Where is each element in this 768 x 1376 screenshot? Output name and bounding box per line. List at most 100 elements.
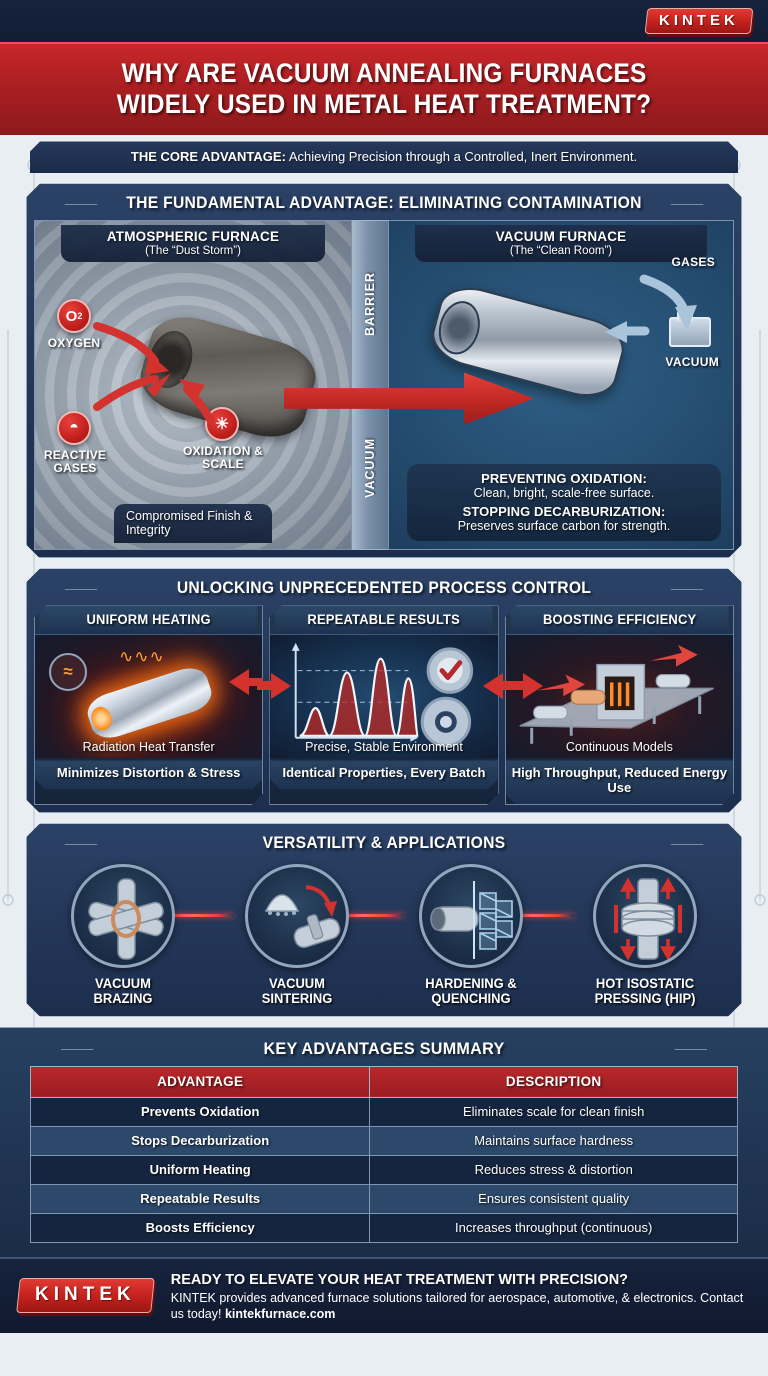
stopping-decarburization-title: STOPPING DECARBURIZATION:	[462, 504, 666, 520]
atmospheric-furnace-header: ATMOSPHERIC FURNACE (The “Dust Storm”)	[61, 225, 325, 262]
column-header-advantage: ADVANTAGE	[29, 1065, 371, 1098]
contamination-arrows-icon	[35, 221, 352, 550]
preventing-oxidation-title: PREVENTING OXIDATION:	[481, 471, 647, 487]
oxidation-scale-label: OXIDATION & SCALE	[183, 444, 263, 472]
description-cell: Eliminates scale for clean finish	[369, 1096, 738, 1127]
table-row: Repeatable Results Ensures consistent qu…	[29, 1183, 738, 1214]
core-advantage-text: Achieving Precision through a Controlled…	[285, 149, 638, 165]
advantage-cell: Prevents Oxidation	[29, 1096, 371, 1127]
oxygen-badge-symbol: O	[65, 307, 78, 325]
kintek-logo-header: KINTEK	[644, 8, 754, 34]
application-vacuum-sintering[interactable]: VACUUM SINTERING	[210, 864, 384, 1006]
description-cell: Maintains surface hardness	[369, 1125, 738, 1156]
uniform-heating-caption: Radiation Heat Transfer	[82, 740, 215, 755]
vacuum-brazing-label-line2: BRAZING	[93, 991, 153, 1007]
footer-body: KINTEK provides advanced furnace solutio…	[171, 1290, 750, 1324]
footer-headline: READY TO ELEVATE YOUR HEAT TREATMENT WIT…	[170, 1271, 629, 1288]
boosting-efficiency-heading: BOOSTING EFFICIENCY	[510, 606, 728, 634]
vacuum-furnace-panel: VACUUM FURNACE (The “Clean Room”) GASES …	[388, 220, 734, 550]
hardening-quenching-icon	[419, 864, 523, 968]
repeatable-results-art	[270, 634, 497, 758]
kintek-logo-footer: KINTEK	[16, 1277, 155, 1313]
column-header-description: DESCRIPTION	[369, 1065, 738, 1098]
vacuum-furnace-subheading: (The “Clean Room”)	[509, 245, 613, 258]
process-control-cards: UNIFORM HEATING ≈ ∿∿∿ Radiation Heat Tra…	[34, 605, 734, 805]
vacuum-sintering-label: VACUUM SINTERING	[213, 976, 380, 1006]
page-title: WHY ARE VACUUM ANNEALING FURNACES WIDELY…	[49, 58, 719, 119]
versatility-section: VERSATILITY & APPLICATIONS VACUU	[26, 823, 742, 1016]
title-banner: WHY ARE VACUUM ANNEALING FURNACES WIDELY…	[0, 42, 768, 136]
furnace-comparison: ATMOSPHERIC FURNACE (The “Dust Storm”) O…	[34, 220, 734, 550]
hip-label-line2: PRESSING (HIP)	[594, 991, 696, 1007]
reactive-gases-badge-icon: ◓	[57, 411, 91, 445]
vacuum-sintering-label-line2: SINTERING	[261, 991, 333, 1007]
application-vacuum-brazing[interactable]: VACUUM BRAZING	[36, 864, 210, 1006]
table-header-row: ADVANTAGE DESCRIPTION	[29, 1065, 738, 1098]
table-row: Uniform Heating Reduces stress & distort…	[29, 1154, 738, 1185]
barrier-divider: BARRIER VACUUM	[352, 220, 388, 550]
footer-body-text: KINTEK provides advanced furnace solutio…	[170, 1290, 744, 1322]
applications-row: VACUUM BRAZING VACUUM SINTERING	[34, 860, 734, 1008]
repeatable-results-card: REPEATABLE RESULTS	[269, 605, 498, 805]
kintek-logo-text: KINTEK	[659, 12, 740, 29]
preventing-oxidation-desc: Clean, bright, scale-free surface.	[473, 486, 655, 501]
boosting-efficiency-sub: High Throughput, Reduced Energy Use	[506, 760, 733, 804]
core-advantage-label: THE CORE ADVANTAGE:	[130, 149, 286, 165]
vacuum-benefits-box: PREVENTING OXIDATION: Clean, bright, sca…	[407, 464, 721, 541]
hardening-quenching-label-line2: QUENCHING	[431, 991, 511, 1007]
atmospheric-furnace-panel: ATMOSPHERIC FURNACE (The “Dust Storm”) O…	[34, 220, 352, 550]
vacuum-brazing-label: VACUUM BRAZING	[39, 976, 206, 1006]
footer-website-link[interactable]: kintekfurnace.com	[224, 1307, 336, 1322]
uniform-heating-art: ≈ ∿∿∿	[35, 634, 262, 758]
vacuum-brazing-label-line1: VACUUM	[95, 976, 151, 992]
hot-isostatic-pressing-icon	[593, 864, 697, 968]
advantage-cell: Repeatable Results	[29, 1183, 371, 1214]
boosting-efficiency-caption: Continuous Models	[565, 740, 673, 755]
table-row: Boosts Efficiency Increases throughput (…	[29, 1212, 738, 1243]
advantage-cell: Boosts Efficiency	[29, 1212, 371, 1243]
gases-label: GASES	[671, 255, 715, 270]
glowing-tube-icon	[83, 663, 215, 743]
stopping-decarburization-desc: Preserves surface carbon for strength.	[457, 519, 671, 534]
atmospheric-furnace-subheading: (The “Dust Storm”)	[145, 245, 241, 258]
boosting-efficiency-card: BOOSTING EFFICIENCY	[505, 605, 734, 805]
application-hardening-quenching[interactable]: HARDENING & QUENCHING	[384, 864, 558, 1006]
repeatable-results-sub: Identical Properties, Every Batch	[270, 760, 497, 789]
footer-text: READY TO ELEVATE YOUR HEAT TREATMENT WIT…	[171, 1272, 750, 1324]
description-cell: Ensures consistent quality	[369, 1183, 738, 1214]
boosting-efficiency-art	[506, 634, 733, 758]
table-row: Prevents Oxidation Eliminates scale for …	[29, 1096, 738, 1127]
page-title-line2: WIDELY USED IN METAL HEAT TREATMENT?	[116, 88, 652, 119]
description-cell: Reduces stress & distortion	[369, 1154, 738, 1185]
description-cell: Increases throughput (continuous)	[369, 1212, 738, 1243]
advantage-cell: Uniform Heating	[29, 1154, 371, 1185]
application-hot-isostatic-pressing[interactable]: HOT ISOSTATIC PRESSING (HIP)	[558, 864, 732, 1006]
process-control-section: UNLOCKING UNPRECEDENTED PROCESS CONTROL …	[26, 568, 742, 813]
vacuum-sintering-icon	[245, 864, 349, 968]
process-control-section-title: UNLOCKING UNPRECEDENTED PROCESS CONTROL	[52, 576, 717, 605]
hardening-quenching-label-line1: HARDENING &	[425, 976, 517, 992]
uniform-heating-sub: Minimizes Distortion & Stress	[35, 760, 262, 789]
repeatable-results-caption: Precise, Stable Environment	[305, 740, 463, 755]
uniform-heating-card: UNIFORM HEATING ≈ ∿∿∿ Radiation Heat Tra…	[34, 605, 263, 805]
hardening-quenching-label: HARDENING & QUENCHING	[387, 976, 554, 1006]
heat-waves-icon: ≈	[49, 653, 87, 691]
barrier-bottom-label: VACUUM	[363, 438, 377, 499]
uniform-heating-heading: UNIFORM HEATING	[40, 606, 258, 634]
gas-extraction-arrows-icon	[389, 221, 734, 550]
oxygen-badge-subscript: 2	[77, 311, 83, 322]
vacuum-pump-label: VACUUM	[665, 355, 719, 370]
table-row: Stops Decarburization Maintains surface …	[29, 1125, 738, 1156]
repeatability-peaks-chart-icon	[270, 635, 497, 758]
core-advantage-subtitle: THE CORE ADVANTAGE: Achieving Precision …	[30, 141, 738, 173]
footer-cta: KINTEK READY TO ELEVATE YOUR HEAT TREATM…	[0, 1256, 768, 1333]
key-advantages-table: ADVANTAGE DESCRIPTION Prevents Oxidation…	[29, 1065, 738, 1243]
oxygen-label: OXYGEN	[47, 336, 101, 351]
top-bar: KINTEK	[0, 0, 768, 42]
beam-connector-2	[324, 914, 404, 917]
summary-section-title: KEY ADVANTAGES SUMMARY	[48, 1036, 721, 1066]
barrier-top-label: BARRIER	[363, 272, 377, 337]
beam-connector-3	[494, 914, 574, 917]
vacuum-furnace-heading: VACUUM FURNACE	[495, 229, 627, 245]
